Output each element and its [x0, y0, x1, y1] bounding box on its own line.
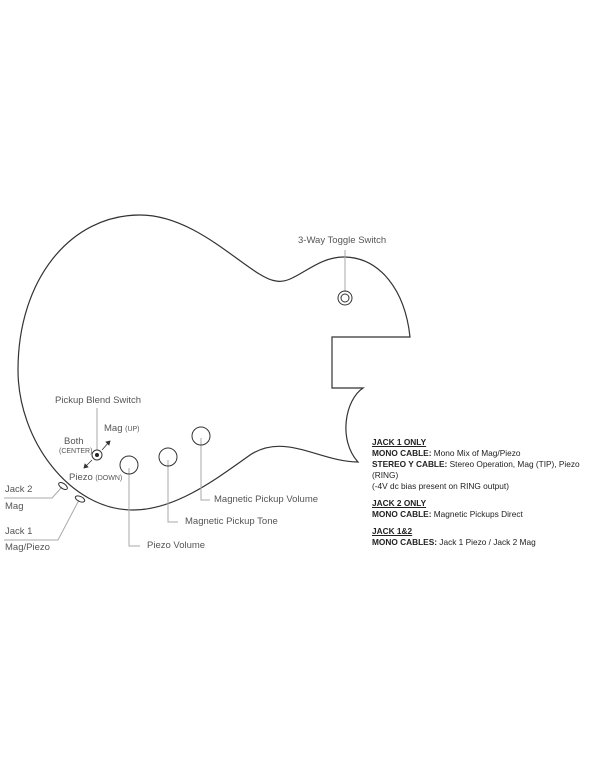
legend-heading: JACK 1&2	[372, 526, 413, 536]
jack1-sub: Mag/Piezo	[5, 542, 50, 553]
piezo-text: Piezo	[69, 472, 93, 483]
legend-line: MONO CABLE: Mono Mix of Mag/Piezo	[372, 448, 600, 459]
jack-1	[74, 495, 86, 503]
blend-switch-label: Pickup Blend Switch	[55, 395, 142, 406]
legend-heading: JACK 2 ONLY	[372, 498, 427, 508]
legend-text: (-4V dc bias present on RING output)	[372, 481, 509, 491]
piezo-down-label: Piezo (DOWN)	[69, 473, 122, 483]
piezo-volume-label: Piezo Volume	[147, 540, 206, 551]
mag-tone-knob	[158, 447, 178, 467]
legend-line: MONO CABLES: Jack 1 Piezo / Jack 2 Mag	[372, 537, 600, 548]
both-label: Both	[64, 436, 84, 447]
mag-pos: (UP)	[125, 426, 140, 433]
piezo-pos: (DOWN)	[95, 475, 123, 482]
toggle-switch-label: 3-Way Toggle Switch	[298, 235, 387, 246]
legend-line: STEREO Y CABLE: Stereo Operation, Mag (T…	[372, 459, 600, 481]
mag-volume-knob	[191, 426, 211, 446]
piezo-volume-knob	[119, 455, 139, 475]
guitar-body-outline	[17, 214, 411, 511]
mag-text: Mag	[104, 423, 123, 434]
legend-text: Stereo Operation, Mag (TIP), Piezo (RING…	[372, 459, 580, 480]
legend-text: Jack 1 Piezo / Jack 2 Mag	[437, 537, 536, 547]
leader-lines	[4, 250, 346, 547]
legend-line: (-4V dc bias present on RING output)	[372, 481, 600, 492]
jack-2	[58, 481, 68, 491]
jack1-label: Jack 1	[5, 526, 33, 537]
legend-text: Magnetic Pickups Direct	[431, 509, 523, 519]
jack2-sub: Mag	[5, 501, 24, 512]
mag-volume-label: Magnetic Pickup Volume	[214, 494, 319, 505]
legend-key: MONO CABLE:	[372, 448, 432, 458]
legend-heading: JACK 1 ONLY	[372, 437, 427, 447]
legend-key: MONO CABLES:	[372, 537, 437, 547]
legend-line: MONO CABLE: Magnetic Pickups Direct	[372, 509, 600, 520]
mag-tone-label: Magnetic Pickup Tone	[185, 516, 278, 527]
mag-up-label: Mag (UP)	[104, 424, 140, 434]
jack-legend: JACK 1 ONLY MONO CABLE: Mono Mix of Mag/…	[372, 437, 600, 548]
legend-key: STEREO Y CABLE:	[372, 459, 448, 469]
toggle-switch	[337, 290, 353, 306]
both-pos: (CENTER)	[59, 448, 93, 455]
legend-text: Mono Mix of Mag/Piezo	[431, 448, 521, 458]
jack2-label: Jack 2	[5, 484, 33, 495]
legend-key: MONO CABLE:	[372, 509, 432, 519]
blend-arrows	[83, 440, 111, 469]
pickup-blend-switch	[91, 449, 103, 461]
